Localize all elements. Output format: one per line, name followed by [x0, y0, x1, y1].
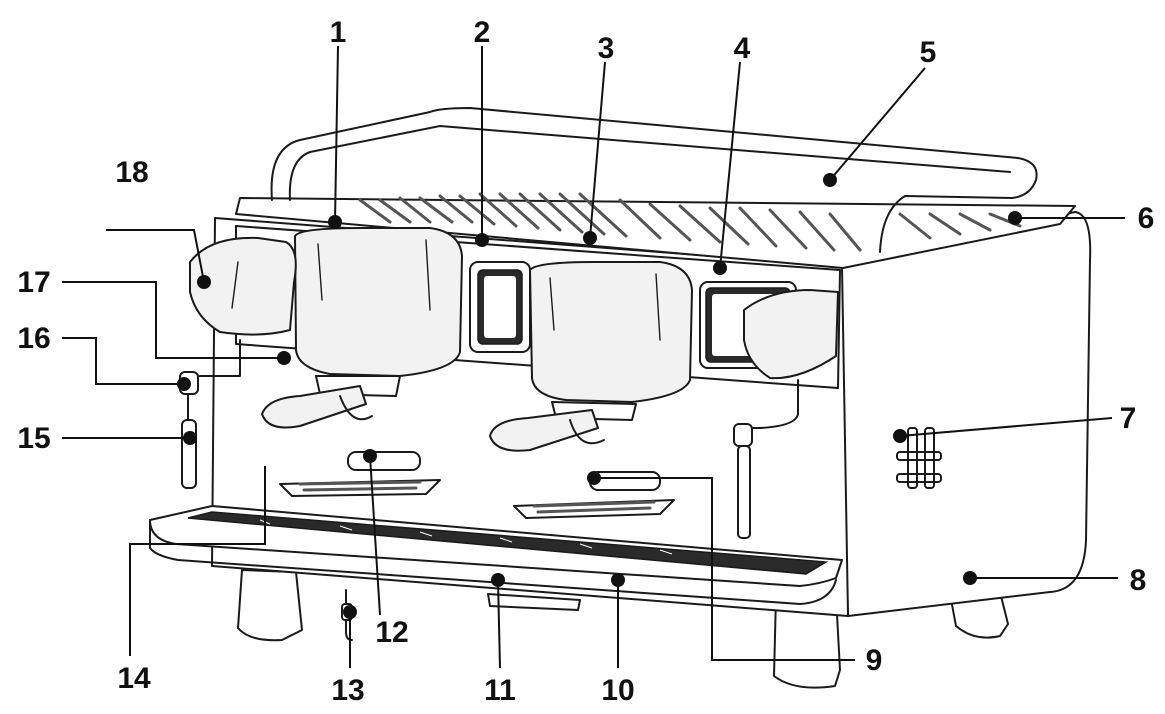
right-portafilter	[489, 409, 605, 452]
cup-rail-inner	[288, 125, 1011, 201]
callout-10: 10	[601, 674, 634, 707]
callout-3: 3	[598, 32, 615, 65]
callout-17: 17	[17, 266, 50, 299]
side-panel	[837, 211, 1092, 617]
callout-labels: 1 2 3 4 5 6 7 8 9 10 11 12 13 14 15 16 1…	[17, 16, 1154, 707]
callout-16: 16	[17, 322, 50, 355]
front-right-foot	[773, 595, 841, 689]
callout-14: 14	[117, 662, 151, 695]
left-portafilter	[261, 385, 373, 429]
cup-rail	[270, 107, 1038, 253]
drain-fitting	[487, 593, 581, 611]
callout-9: 9	[866, 644, 883, 677]
callout-1: 1	[330, 16, 347, 49]
right-steam-knob	[743, 289, 839, 380]
right-cup-stand	[513, 471, 675, 519]
callout-18: 18	[115, 156, 148, 189]
side-vent	[896, 427, 942, 489]
callout-4: 4	[734, 32, 751, 65]
cup-warmer-grill	[358, 192, 1022, 252]
left-steam-knob	[189, 236, 297, 336]
right-group-head	[529, 261, 693, 421]
left-cup-stand	[279, 451, 441, 497]
drip-tray-front	[149, 519, 837, 605]
front-left-foot	[237, 569, 303, 642]
callout-leaders	[62, 45, 1125, 669]
callout-8: 8	[1130, 564, 1147, 597]
callout-6: 6	[1138, 202, 1155, 235]
rear-right-foot	[949, 591, 1009, 639]
callout-7: 7	[1120, 402, 1137, 435]
callout-2: 2	[474, 16, 491, 49]
machine-illustration	[149, 107, 1092, 689]
callout-15: 15	[17, 422, 50, 455]
drip-tray-grate	[187, 511, 829, 575]
callout-13: 13	[331, 674, 364, 707]
callout-5: 5	[920, 36, 937, 69]
callout-11: 11	[484, 674, 516, 707]
callout-12: 12	[375, 616, 408, 649]
right-water-wand	[745, 379, 799, 429]
